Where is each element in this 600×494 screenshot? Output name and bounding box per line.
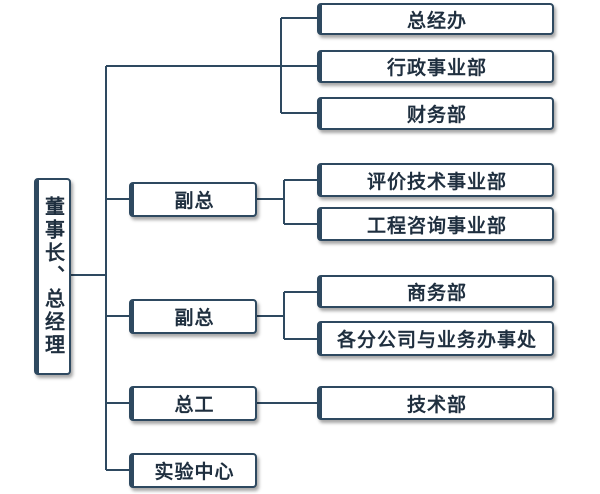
lab-center: 实验中心	[129, 453, 257, 488]
root-box-chairman-gm: 董事长、总经理	[34, 178, 71, 375]
unit-branches-and-offices: 各分公司与业务办事处	[317, 321, 554, 356]
unit-evaluation-technology-division: 评价技术事业部	[317, 163, 554, 197]
unit-administration-division: 行政事业部	[317, 50, 554, 83]
unit-engineering-consulting-division: 工程咨询事业部	[317, 207, 554, 241]
chief-engineer: 总工	[129, 386, 257, 421]
unit-general-office: 总经办	[317, 3, 554, 35]
unit-business-department: 商务部	[317, 275, 554, 308]
deputy-gm-2: 副总	[129, 299, 257, 334]
deputy-gm-1: 副总	[129, 182, 257, 217]
unit-technology-department: 技术部	[317, 386, 554, 420]
unit-finance-department: 财务部	[317, 97, 554, 130]
